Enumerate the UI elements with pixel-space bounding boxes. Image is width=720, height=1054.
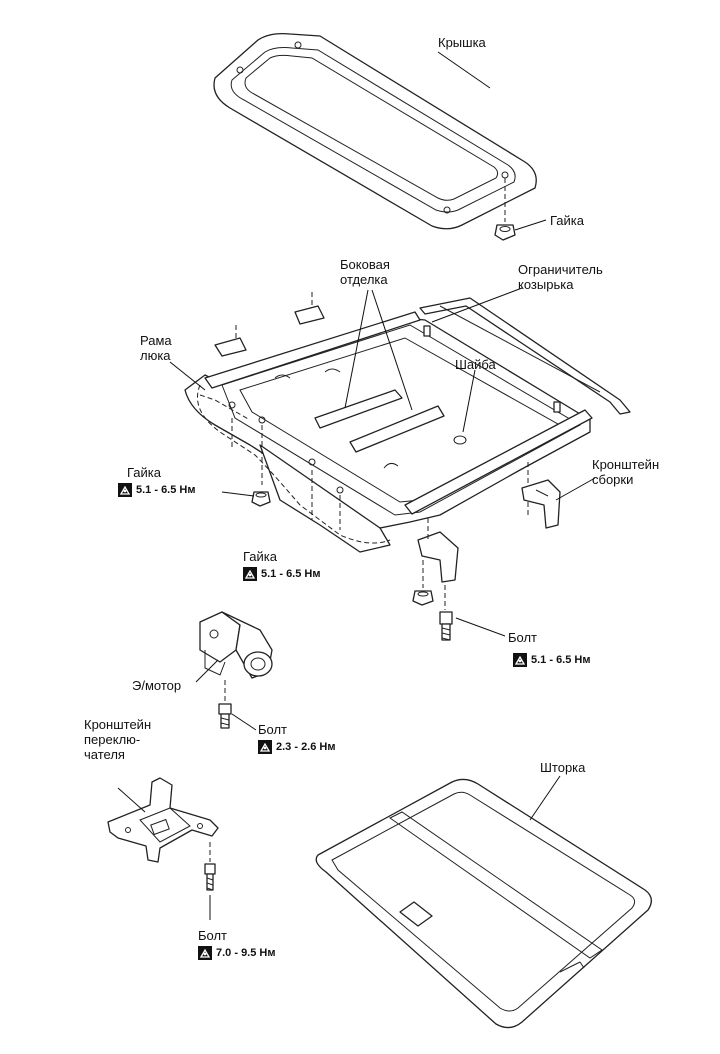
torque-value: 5.1 - 6.5 Нм bbox=[136, 484, 196, 496]
motor-part bbox=[199, 611, 273, 679]
deflector-limiter-part bbox=[419, 297, 631, 415]
label-nut-top: Гайка bbox=[550, 213, 585, 228]
label-switch-bracket-line3: чателя bbox=[84, 747, 125, 762]
torque-bolt-motor: 2.3 - 2.6 Нм bbox=[258, 740, 336, 754]
bolt-bottom-part bbox=[204, 842, 216, 891]
torque-wrench-icon bbox=[198, 946, 212, 960]
label-side-trim-line1: Боковая bbox=[340, 257, 390, 272]
lid-part bbox=[213, 32, 537, 230]
label-switch-bracket-line1: Кронштейн bbox=[84, 717, 152, 732]
torque-wrench-icon bbox=[118, 483, 132, 497]
torque-nut-mid: 5.1 - 6.5 Нм bbox=[243, 567, 321, 581]
assembly-bracket-part bbox=[521, 462, 561, 529]
label-frame-line1: Рама bbox=[140, 333, 172, 348]
torque-wrench-icon bbox=[513, 653, 527, 667]
sunroof-frame-part bbox=[184, 311, 593, 553]
label-bolt-motor: Болт bbox=[258, 722, 288, 737]
label-deflector-limiter-line2: козырька bbox=[518, 277, 574, 292]
label-switch-bracket-line2: переклю- bbox=[84, 732, 141, 747]
label-assembly-bracket-line2: сборки bbox=[592, 472, 634, 487]
label-frame-line2: люка bbox=[140, 348, 171, 363]
label-nut-mid: Гайка bbox=[243, 549, 278, 564]
label-sunshade: Шторка bbox=[540, 760, 586, 775]
label-motor: Э/мотор bbox=[132, 678, 182, 693]
bolt-right-part bbox=[439, 611, 453, 641]
bolt-motor-part bbox=[218, 680, 232, 729]
torque-value: 7.0 - 9.5 Нм bbox=[216, 947, 276, 959]
torque-value: 5.1 - 6.5 Нм bbox=[531, 654, 591, 666]
torque-value: 2.3 - 2.6 Нм bbox=[276, 741, 336, 753]
nut-left-part bbox=[251, 491, 271, 507]
leader-lines bbox=[117, 51, 596, 920]
label-nut-left: Гайка bbox=[127, 465, 162, 480]
sunshade-part bbox=[315, 778, 652, 1029]
torque-wrench-icon bbox=[258, 740, 272, 754]
torque-bolt-right: 5.1 - 6.5 Нм bbox=[513, 653, 591, 667]
frame-top-clips bbox=[214, 292, 341, 530]
label-lid: Крышка bbox=[438, 35, 486, 50]
label-assembly-bracket-line1: Кронштейн bbox=[592, 457, 660, 472]
frame-lower-bracket-part bbox=[417, 518, 459, 610]
label-bolt-bottom: Болт bbox=[198, 928, 228, 943]
label-washer: Шайба bbox=[455, 357, 496, 372]
torque-value: 5.1 - 6.5 Нм bbox=[261, 568, 321, 580]
torque-nut-left: 5.1 - 6.5 Нм bbox=[118, 483, 196, 497]
torque-bolt-bottom: 7.0 - 9.5 Нм bbox=[198, 946, 276, 960]
switch-bracket-part bbox=[107, 777, 219, 863]
torque-wrench-icon bbox=[243, 567, 257, 581]
nut-top-part bbox=[494, 178, 516, 241]
label-deflector-limiter-line1: Ограничитель bbox=[518, 262, 603, 277]
label-side-trim-line2: отделка bbox=[340, 272, 388, 287]
label-bolt-right: Болт bbox=[508, 630, 538, 645]
nut-middle-part bbox=[412, 560, 434, 606]
